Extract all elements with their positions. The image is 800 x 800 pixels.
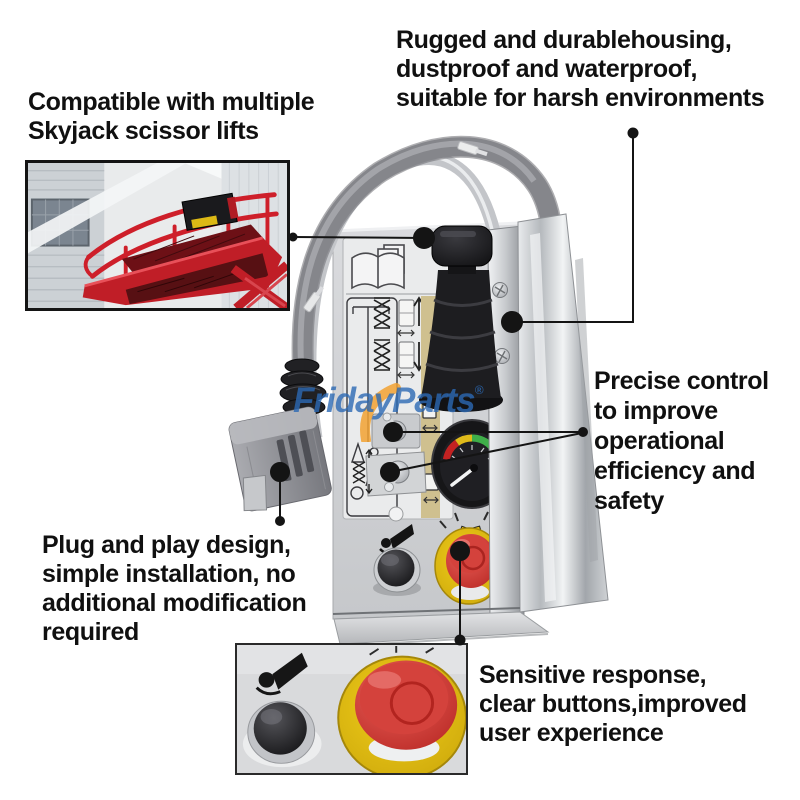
callout-line: Precise control (594, 367, 769, 395)
callout-text-plug: Plug and play design, simple installatio… (42, 531, 307, 647)
toggle-switch-lower (365, 451, 427, 497)
zip-tie (457, 141, 488, 157)
horn-button (242, 700, 322, 768)
callout-text-control: Precise control to improve operational e… (594, 366, 769, 516)
joystick (419, 225, 503, 412)
warning-pictogram (369, 645, 435, 656)
callout-text-buttons: Sensitive response, clear buttons,improv… (479, 661, 747, 748)
lift-rocker-switch-down (398, 341, 415, 369)
brand-watermark-text: FridayParts (293, 381, 476, 420)
callout-line: safety (594, 487, 664, 515)
button-closeup-illustration (237, 645, 467, 780)
button-closeup-inset (235, 643, 468, 780)
callout-line: efficiency and (594, 457, 756, 485)
scissor-lift (82, 192, 290, 312)
callout-line: additional modification (42, 589, 307, 617)
scissor-lift-illustration (28, 163, 290, 312)
screw (494, 348, 510, 364)
emergency-stop-button (337, 655, 467, 780)
screw (492, 282, 508, 298)
callout-line: Compatible with multiple (28, 88, 315, 116)
callout-line: suitable for harsh environments (396, 84, 765, 112)
left-right-arrow-icon (397, 329, 415, 379)
mini-scissor-arrows-icon (352, 448, 373, 495)
callout-line: required (42, 618, 139, 646)
callout-line: dustproof and waterproof, (396, 55, 698, 83)
zip-tie (303, 286, 324, 313)
callout-line: Rugged and durablehousing, (396, 26, 732, 54)
scissor-arms (230, 261, 290, 312)
horn-icon (255, 652, 308, 696)
callout-text-compatibility: Compatible with multiple Skyjack scissor… (28, 88, 315, 146)
brand-watermark: FridayParts® (293, 381, 484, 421)
callout-line: user experience (479, 719, 664, 747)
callout-line: clear buttons,improved (479, 690, 747, 718)
callout-line: Skyjack scissor lifts (28, 117, 259, 145)
horn-button (373, 547, 421, 596)
callout-line: simple installation, no (42, 560, 296, 588)
scissor-down-icon (373, 339, 391, 371)
registered-mark: ® (474, 383, 484, 397)
cable-gland (279, 358, 327, 416)
book-icon (351, 244, 405, 290)
callout-line: Sensitive response, (479, 661, 707, 689)
watermark-swoosh (360, 383, 401, 442)
panel-circle-mark (388, 506, 404, 522)
callout-line: Plug and play design, (42, 531, 291, 559)
lift-rocker-switch-up (398, 299, 415, 327)
callout-line: operational (594, 427, 725, 455)
scissor-up-icon (373, 297, 391, 329)
scissor-lift-photo (25, 160, 290, 312)
lift-control-box (181, 192, 239, 231)
plug-connector (228, 406, 332, 512)
callout-text-housing: Rugged and durablehousing, dustproof and… (396, 26, 765, 113)
callout-line: to improve (594, 397, 718, 425)
